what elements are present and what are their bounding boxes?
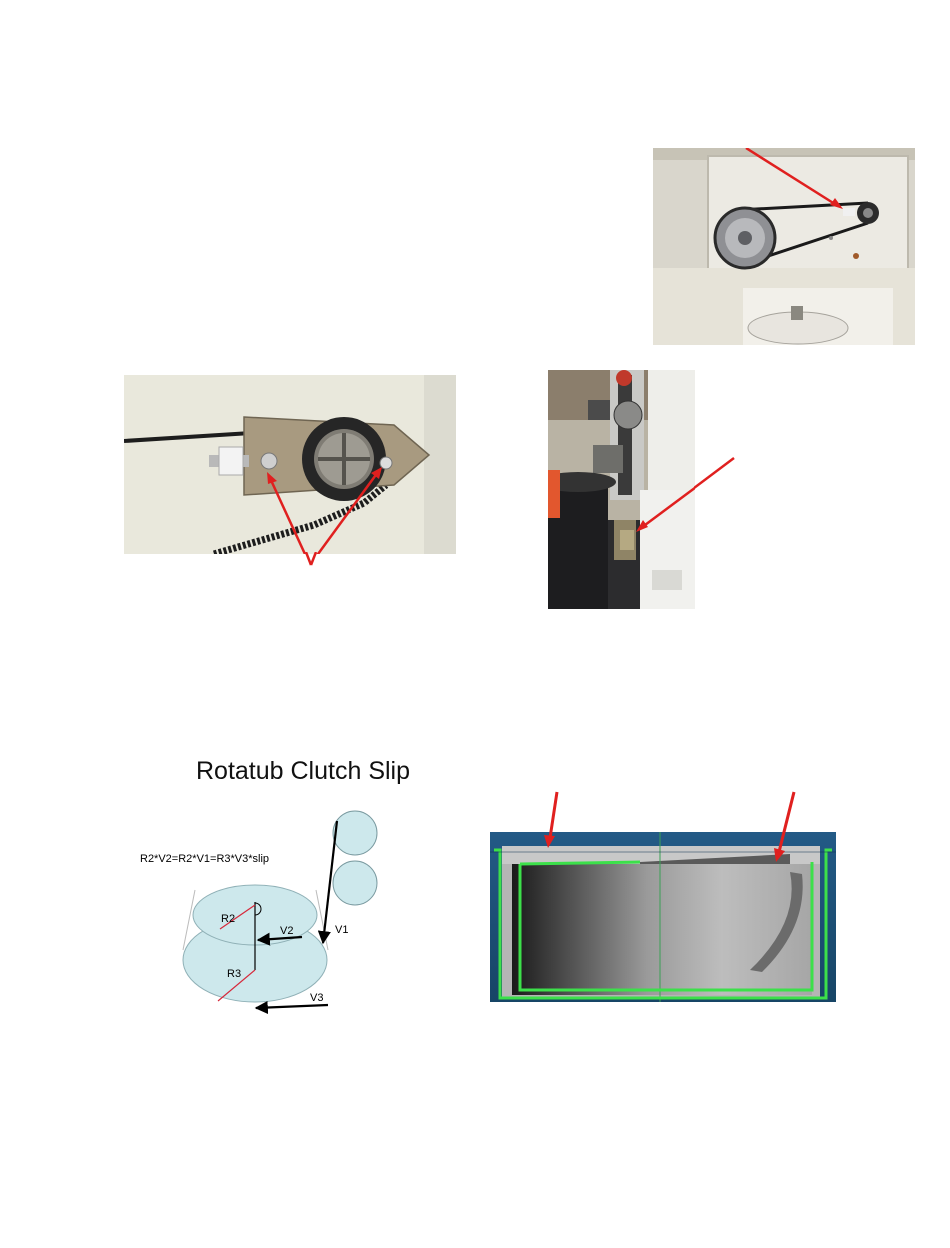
pulley-arrow-lines — [290, 552, 330, 572]
v3-label: V3 — [310, 992, 323, 1004]
v3-arrow — [256, 1005, 328, 1008]
r2-label: R2 — [221, 913, 235, 925]
v1-label: V1 — [335, 924, 348, 936]
equation-label: R2*V2=R2*V1=R3*V3*slip — [140, 853, 269, 865]
cad-arrows — [535, 790, 805, 870]
clutch-slip-diagram: R2*V2=R2*V1=R3*V3*slip R2 R3 V1 V2 V3 — [130, 805, 400, 1020]
diagram-title: Rotatub Clutch Slip — [196, 757, 410, 786]
pulley-closeup-photo — [124, 375, 456, 554]
v2-label: V2 — [280, 925, 293, 937]
r3-label: R3 — [227, 968, 241, 980]
tub-side-photo — [548, 370, 695, 609]
upper-drive-disk — [333, 811, 377, 855]
belt-drive-enclosure-photo — [653, 148, 915, 345]
tub-arrow-line — [694, 455, 739, 495]
lower-drive-disk — [333, 861, 377, 905]
